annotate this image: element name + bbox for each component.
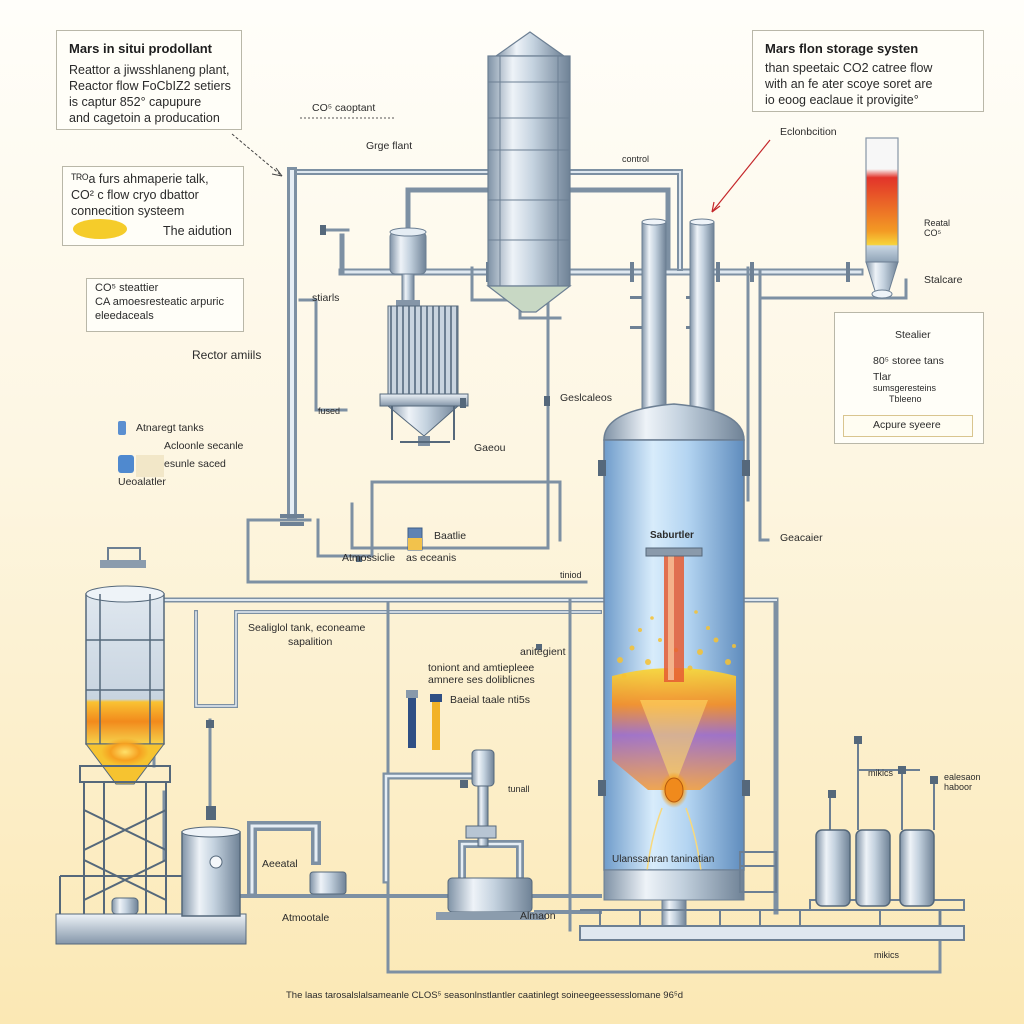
callout-left-line-3: eleedaceals [95, 310, 154, 322]
label-tunall: tunall [508, 784, 530, 794]
callout-mid-left: ᵀᴿᴼa furs ahmaperie talk, CO² c flow cry… [62, 166, 244, 246]
pipe-network [152, 167, 942, 974]
right-small-item-5: Tbleeno [889, 394, 922, 404]
label-saburiter: Saburtler [650, 530, 694, 541]
callout-mid-left-line-1: ᵀᴿᴼa furs ahmaperie talk, [71, 172, 209, 186]
mid-gauges [406, 527, 442, 750]
label-habour: haboor [944, 782, 973, 792]
callout-mid-left-sub: The aidution [163, 224, 232, 238]
label-aeeatal: Aeeatal [262, 858, 298, 870]
main-reactor [598, 403, 750, 929]
label-mikics: mikics [868, 768, 893, 778]
label-atmootale: Atmootale [282, 912, 330, 924]
label-ueoalatler: Ueoalatler [118, 476, 166, 488]
label-mikics-2: mikics [874, 950, 899, 960]
label-staleare: Stalcare [924, 274, 963, 286]
label-reactor-amills: Rector amiils [192, 348, 262, 362]
callout-mid-left-swatch [73, 219, 127, 239]
callout-top-left-line-1: Reattor a jiwsshlaneng plant, [69, 63, 230, 77]
callout-top-right-line-3: io eoog eaclaue it provigite° [765, 93, 919, 107]
label-fused: fused [318, 406, 341, 416]
callout-top-left-line-3: is captur 852° capupure [69, 95, 202, 109]
callout-top-left-line-2: Reactor flow FoCbIZ2 setiers [69, 79, 231, 93]
label-sealiglol-tank: Sealiglol tank, econeame [248, 622, 366, 634]
callout-left-line-2: CA amoesresteatic arpuric [95, 296, 224, 308]
callout-top-left: Mars in situi prodollant Reattor a jiwss… [56, 30, 242, 130]
right-small-item-4: sumsgeresteins [873, 383, 937, 393]
left-storage-tower [55, 547, 247, 945]
label-tonient: toniont and amtiepleee [428, 662, 535, 674]
distillation-column [486, 31, 572, 313]
label-baeial: Baeial taale nti5s [450, 694, 530, 706]
callout-left-line-1: CO⁵ steattier [95, 282, 159, 294]
label-co2-capture: CO⁵ caoptant [312, 102, 376, 114]
label-almaon: Almaon [520, 910, 556, 922]
label-atnaregt-tanks: Atnaregt tanks [136, 422, 204, 434]
label-ealesaon: ealesaon [944, 772, 981, 782]
label-acloonle-secanle: Acloonle secanle [164, 440, 244, 452]
valves [206, 225, 550, 788]
callout-right-small: Stealier 80⁵ storee tans Tlar sumsgerest… [834, 312, 984, 444]
callout-mid-left-line-2: CO² c flow cryo dbattor [71, 188, 199, 202]
label-geacaier: Geacaier [780, 532, 823, 544]
label-antogisnt: anitegient [520, 646, 566, 658]
label-ulanesantian: Ulanssanran taninatian [612, 854, 715, 865]
footer-caption: The laas tarosalslalsameanle CLOS⁵ seaso… [286, 990, 684, 1001]
label-esunle-saced: esunle saced [164, 458, 226, 470]
coil-heat-exchanger [379, 305, 469, 446]
label-stiarls: stiarls [312, 292, 340, 304]
label-reactal-co: Reatal CO⁵ [924, 218, 951, 238]
label-atmossiclie: Atmossiclie [342, 552, 396, 564]
feed-tank [181, 806, 241, 917]
callout-top-right: Mars flon storage systen than speetaic C… [752, 30, 984, 112]
callout-top-right-line-1: than speetaic CO2 catree flow [765, 61, 933, 75]
label-eclonbcition: Eclonbcition [780, 126, 837, 138]
callout-top-right-line-2: with an fe ater scoye soret are [765, 77, 933, 91]
co2-storage-tube [865, 137, 899, 299]
label-grge-flant: Grge flant [366, 140, 413, 152]
label-tiniod: tiniod [560, 570, 582, 580]
small-drum [389, 227, 427, 306]
callout-top-right-title: Mars flon storage systen [765, 41, 919, 56]
label-sapalition: sapalition [288, 636, 333, 648]
legend-icons [118, 421, 164, 477]
right-storage-tanks [809, 736, 965, 911]
twin-stacks [641, 218, 715, 413]
label-baatlie: Baatlie [434, 530, 467, 542]
right-small-footer-box [843, 415, 973, 437]
callout-left: CO⁵ steattier CA amoesresteatic arpuric … [86, 278, 244, 332]
right-small-item-2: 80⁵ storee tans [873, 355, 944, 367]
right-small-footer: Acpure syeere [873, 419, 941, 431]
label-amneres: amnere ses doliblicnes [428, 674, 535, 686]
right-small-item-3: Tlar [873, 371, 892, 383]
label-as-eceanis: as eceanis [406, 552, 457, 564]
pump-assembly [436, 749, 546, 920]
reactor-platform [579, 851, 965, 941]
callout-top-left-line-4: and cagetoin a producation [69, 111, 220, 125]
label-control: control [622, 154, 650, 164]
label-gaeou: Gaeou [474, 442, 506, 454]
right-small-item-1: Stealier [895, 329, 931, 341]
label-geslcaleos: Geslcaleos [560, 392, 612, 404]
callout-mid-left-line-3: connecition systeem [71, 204, 185, 218]
callout-top-left-title: Mars in situi prodollant [69, 41, 213, 56]
low-drum [309, 871, 347, 895]
